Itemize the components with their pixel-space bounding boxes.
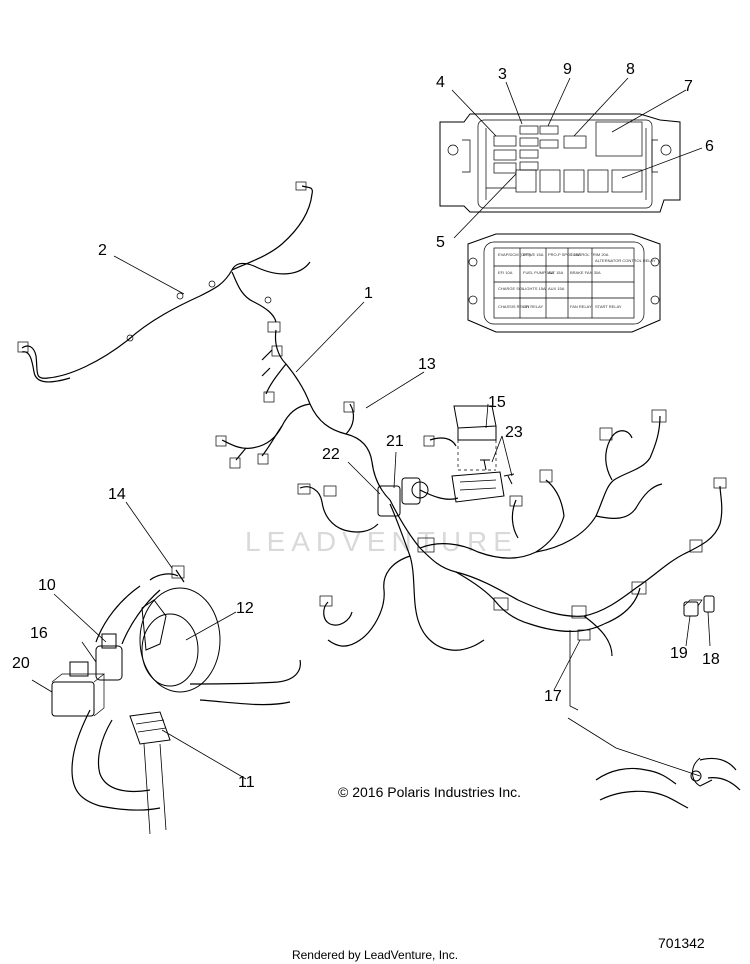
callout-17: 17 bbox=[544, 688, 562, 705]
parts-18-19 bbox=[683, 595, 715, 617]
harness-2 bbox=[17, 181, 313, 383]
callout-21: 21 bbox=[386, 433, 404, 450]
callout-3: 3 bbox=[498, 66, 507, 83]
fuse-label-7: FUEL PUMP 10A bbox=[523, 270, 554, 275]
part-number: 701342 bbox=[658, 935, 705, 951]
fuse-box-top bbox=[439, 113, 681, 213]
callout-14: 14 bbox=[108, 486, 126, 503]
callout-23: 23 bbox=[505, 424, 523, 441]
callouts: 1 2 3 4 5 6 7 8 9 10 11 12 13 14 15 16 1… bbox=[12, 61, 720, 791]
fuse-label-16: START RELAY bbox=[595, 304, 622, 309]
fuse-label-5: ALTERNATOR CONTROL RELAY bbox=[595, 258, 656, 263]
callout-16: 16 bbox=[30, 625, 48, 642]
fuse-label-11: LIGHTS 15A bbox=[523, 286, 546, 291]
callout-5: 5 bbox=[436, 234, 445, 251]
fuse-label-12: AUX 15A bbox=[548, 286, 565, 291]
fuse-label-1: EVAP/DCM (OPT) bbox=[498, 252, 531, 257]
detail-17 bbox=[595, 757, 741, 809]
rendered-by: Rendered by LeadVenture, Inc. bbox=[291, 948, 459, 962]
fuse-label-15: FAN RELAY bbox=[570, 304, 592, 309]
fuse-label-4: CONTROL TRIM 20A bbox=[570, 252, 609, 257]
callout-19: 19 bbox=[670, 645, 688, 662]
callout-13: 13 bbox=[418, 356, 436, 373]
copyright-notice: © 2016 Polaris Industries Inc. bbox=[338, 784, 522, 800]
callout-12: 12 bbox=[236, 600, 254, 617]
main-harness-1 bbox=[215, 329, 727, 657]
fuse-label-2: DRIVE 15A bbox=[523, 252, 544, 257]
callout-8: 8 bbox=[626, 61, 635, 78]
fuse-label-13: CHASSIS RELAY bbox=[498, 304, 530, 309]
callout-11: 11 bbox=[238, 774, 255, 791]
callout-9: 9 bbox=[563, 61, 572, 78]
leader-lines bbox=[31, 77, 711, 780]
callout-15: 15 bbox=[488, 394, 506, 411]
fuse-label-10: CHARGE SOL bbox=[498, 286, 525, 291]
callout-20: 20 bbox=[12, 655, 30, 672]
callout-7: 7 bbox=[684, 78, 693, 95]
callout-1: 1 bbox=[364, 285, 373, 302]
fuse-label-14: EFI RELAY bbox=[523, 304, 543, 309]
pump-assembly bbox=[51, 565, 301, 835]
watermark: LEADVENTURE bbox=[245, 526, 518, 557]
fuse-box-cover: EVAP/DCM (OPT) DRIVE 15A PRO-P SPOT 15A … bbox=[467, 233, 661, 333]
fuse-label-6: EFI 10A bbox=[498, 270, 513, 275]
callout-4: 4 bbox=[436, 74, 445, 91]
fuse-label-8: ALT 15A bbox=[548, 270, 564, 275]
callout-2: 2 bbox=[98, 242, 107, 259]
fuse-label-9: BRAKE FAN 30A bbox=[570, 270, 601, 275]
callout-22: 22 bbox=[322, 446, 340, 463]
callout-18: 18 bbox=[702, 651, 720, 668]
callout-10: 10 bbox=[38, 577, 56, 594]
fuse-label-3: PRO-P SPOT 15A bbox=[548, 252, 581, 257]
callout-6: 6 bbox=[705, 138, 714, 155]
